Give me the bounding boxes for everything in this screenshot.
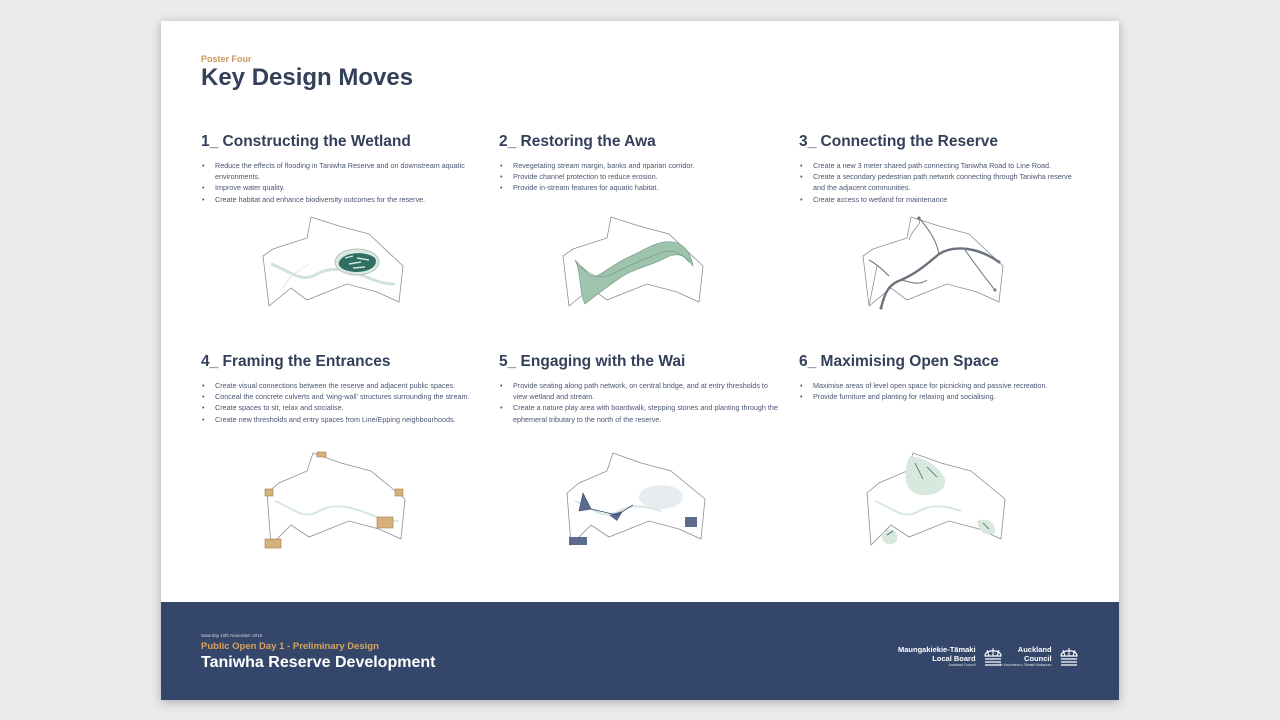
local-board-logo: Maungakiekie-Tāmaki Local Board Auckland…	[898, 644, 1003, 668]
bullet: Maximise areas of level open space for p…	[800, 380, 1079, 391]
poster-eyebrow: Poster Four	[201, 54, 252, 64]
bullet: Create a new 3 meter shared path connect…	[800, 160, 1079, 171]
poster: Poster Four Key Design Moves 1_ Construc…	[161, 21, 1119, 700]
move-heading: 5_ Engaging with the Wai	[499, 353, 686, 370]
event-subtitle: Public Open Day 1 - Preliminary Design	[201, 641, 379, 652]
bullet: Improve water quality.	[202, 182, 481, 193]
bullet: Provide in-stream features for aquatic h…	[500, 182, 779, 193]
local-board-label: Local Board	[932, 653, 976, 663]
auckland-council-logo: Auckland Council Te Kaunihera o Tāmaki M…	[999, 644, 1079, 668]
poster-footer: Saturday 10th November 2018 Public Open …	[161, 602, 1119, 700]
council-name: Auckland	[1017, 644, 1052, 654]
bullet: Create visual connections between the re…	[202, 380, 481, 391]
bullet: Revegetating stream margin, banks and ri…	[500, 160, 779, 171]
open-space-site-diagram	[866, 452, 1006, 546]
crest-icon	[984, 648, 1002, 666]
local-board-name: Maungakiekie-Tāmaki	[898, 644, 976, 654]
bullet: Create a nature play area with boardwalk…	[500, 402, 779, 424]
design-move-5: 5_ Engaging with the Wai Provide seating…	[499, 353, 779, 425]
design-move-3: 3_ Connecting the Reserve Create a new 3…	[799, 133, 1079, 205]
bullet: Provide channel protection to reduce ero…	[500, 171, 779, 182]
design-move-1: 1_ Constructing the Wetland Reduce the e…	[201, 133, 481, 205]
bullet: Create a secondary pedestrian path netwo…	[800, 171, 1079, 193]
bullet-list: Maximise areas of level open space for p…	[799, 380, 1079, 403]
design-move-4: 4_ Framing the Entrances Create visual c…	[201, 353, 481, 425]
local-board-small: Auckland Council	[948, 662, 976, 667]
bullet: Create new thresholds and entry spaces f…	[202, 414, 481, 425]
entrances-site-diagram	[264, 451, 406, 549]
bullet: Provide furniture and planting for relax…	[800, 391, 1079, 402]
bullet: Create spaces to sit, relax and socialis…	[202, 402, 481, 413]
bullet-list: Provide seating along path network, on c…	[499, 380, 779, 425]
design-move-2: 2_ Restoring the Awa Revegetating stream…	[499, 133, 779, 194]
move-heading: 3_ Connecting the Reserve	[799, 133, 998, 150]
bullet-list: Reduce the effects of flooding in Taniwh…	[201, 160, 481, 205]
bullet-list: Revegetating stream margin, banks and ri…	[499, 160, 779, 194]
crest-icon	[1060, 648, 1078, 666]
move-heading: 1_ Constructing the Wetland	[201, 133, 411, 150]
council-label: Council	[1024, 653, 1052, 663]
move-heading: 6_ Maximising Open Space	[799, 353, 999, 370]
page-title: Key Design Moves	[201, 64, 414, 91]
wai-site-diagram	[566, 452, 706, 546]
move-heading: 4_ Framing the Entrances	[201, 353, 391, 370]
design-move-6: 6_ Maximising Open Space Maximise areas …	[799, 353, 1079, 403]
bullet-list: Create a new 3 meter shared path connect…	[799, 160, 1079, 205]
bullet: Provide seating along path network, on c…	[500, 380, 779, 402]
paths-site-diagram	[862, 216, 1004, 310]
project-title: Taniwha Reserve Development	[201, 654, 436, 671]
bullet-list: Create visual connections between the re…	[201, 380, 481, 425]
awa-site-diagram	[562, 216, 704, 307]
event-date: Saturday 10th November 2018	[201, 633, 263, 638]
bullet: Conceal the concrete culverts and 'wing-…	[202, 391, 481, 402]
council-small: Te Kaunihera o Tāmaki Makaurau	[999, 662, 1052, 667]
wetland-site-diagram	[262, 216, 404, 307]
bullet: Create habitat and enhance biodiversity …	[202, 194, 481, 205]
move-heading: 2_ Restoring the Awa	[499, 133, 656, 150]
bullet: Create access to wetland for maintenance	[800, 194, 1079, 205]
bullet: Reduce the effects of flooding in Taniwh…	[202, 160, 481, 182]
